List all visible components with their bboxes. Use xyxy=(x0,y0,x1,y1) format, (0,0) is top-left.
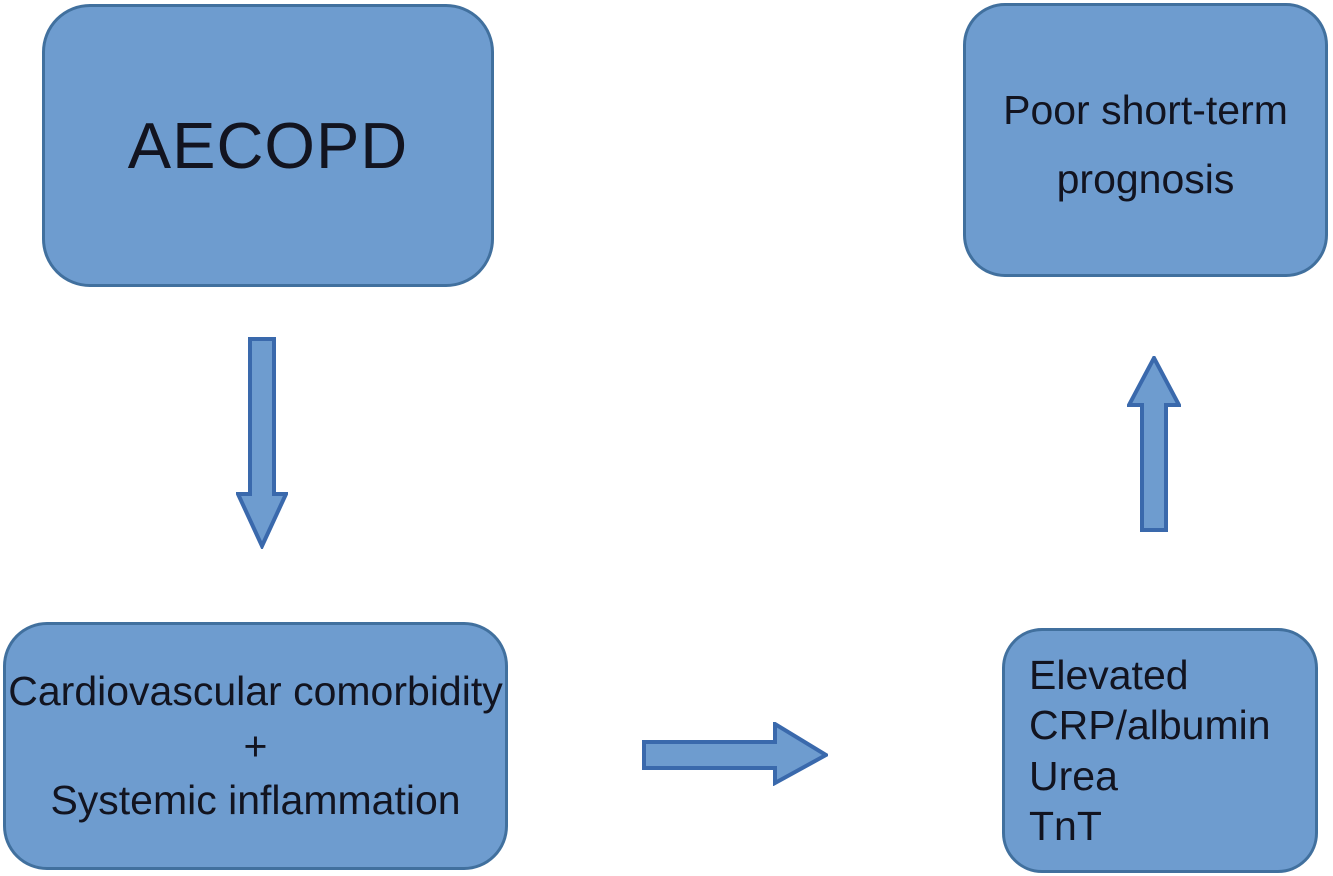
node-poor-prognosis: Poor short-term prognosis xyxy=(963,3,1328,277)
down-arrow-aecopd-to-cardio xyxy=(236,337,288,549)
node-elevated-line-1: Elevated xyxy=(1029,652,1189,699)
node-cardio-line-2: + xyxy=(243,722,268,769)
node-poor-prognosis-line-2: prognosis xyxy=(1056,156,1235,202)
node-aecopd-label: AECOPD xyxy=(127,108,409,182)
node-cardiovascular-comorbidity: Cardiovascular comorbidity + Systemic in… xyxy=(3,622,508,870)
node-elevated-line-3: Urea xyxy=(1029,752,1118,799)
up-arrow-elevated-to-prognosis xyxy=(1127,356,1181,532)
node-cardio-line-1: Cardiovascular comorbidity xyxy=(8,667,503,714)
right-arrow-cardio-to-elevated xyxy=(642,722,828,786)
node-elevated-line-4: TnT xyxy=(1029,802,1102,849)
node-elevated-line-2: CRP/albumin xyxy=(1029,702,1271,749)
node-aecopd: AECOPD xyxy=(42,4,494,287)
node-cardio-line-3: Systemic inflammation xyxy=(50,777,461,824)
node-elevated-biomarkers: Elevated CRP/albumin Urea TnT xyxy=(1002,628,1318,873)
node-poor-prognosis-line-1: Poor short-term xyxy=(1003,87,1288,134)
